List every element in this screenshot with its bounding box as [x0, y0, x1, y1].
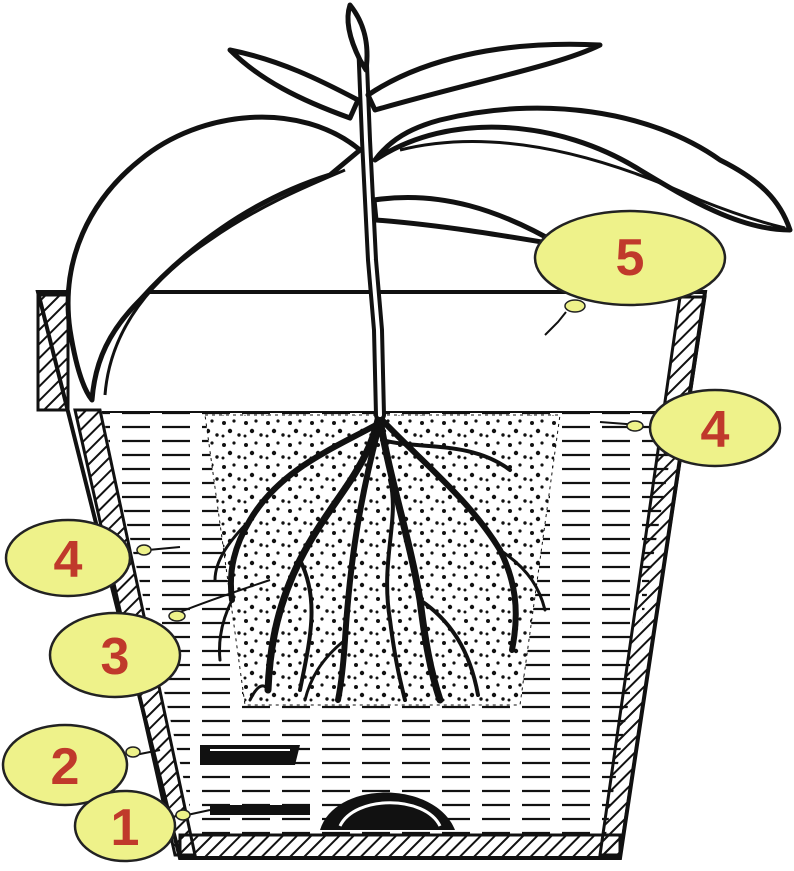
callout-3-label: 3	[101, 628, 130, 686]
callout-4-left-label: 4	[54, 531, 83, 589]
callout-5-label: 5	[616, 229, 645, 287]
callout-1-label: 1	[111, 799, 140, 857]
callout-4-right-label: 4	[701, 401, 730, 459]
callout-2-label: 2	[51, 738, 80, 796]
water-level-indicator	[200, 745, 300, 765]
